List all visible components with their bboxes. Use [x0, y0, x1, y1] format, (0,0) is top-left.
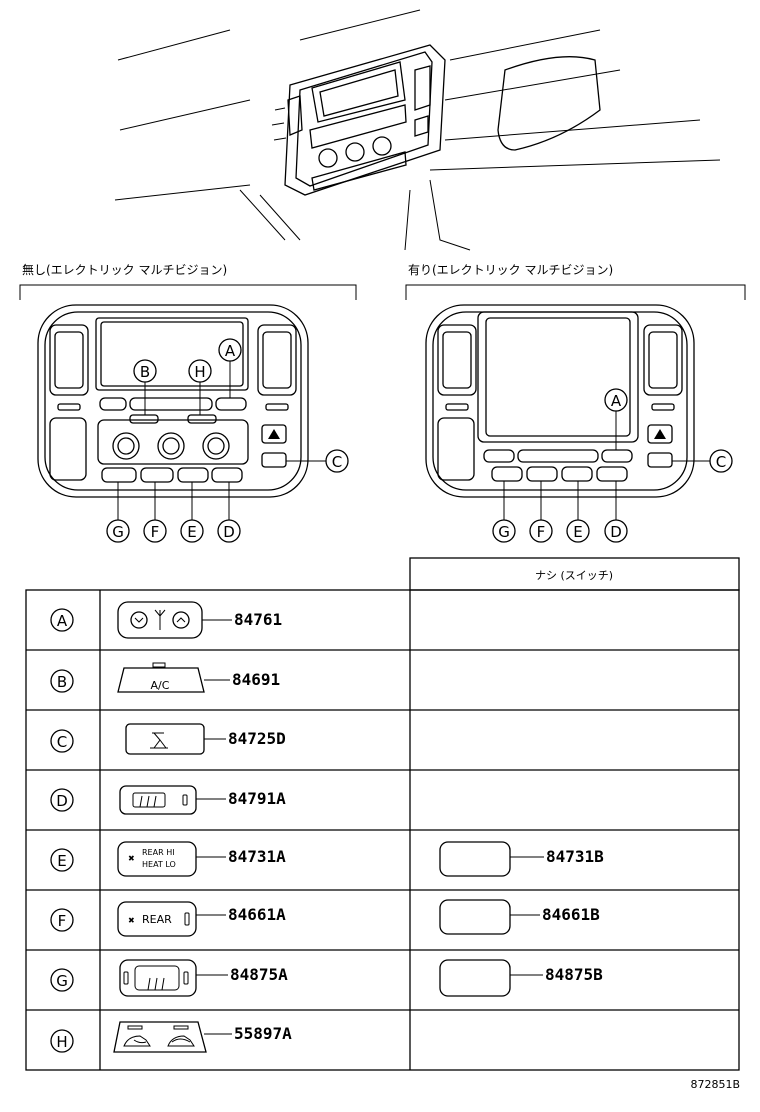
row-key-g: G [56, 972, 68, 990]
callout-b-left: B [140, 363, 150, 381]
right-control-panel [425, 304, 695, 498]
table-row: B A/C 84691 [50, 662, 280, 693]
row-key-e: E [57, 852, 66, 870]
parts-table: ナシ (スイッチ) [25, 557, 740, 1071]
part-number-c: 84725D [228, 729, 286, 748]
callout-d-right: D [610, 523, 622, 541]
left-panel-callouts: A B H C G F E D [106, 338, 349, 543]
callout-g-left: G [112, 523, 124, 541]
callout-a-right: A [611, 392, 622, 410]
section-left-title: 無し(エレクトリック マルチビジョン) [22, 262, 227, 277]
callout-a-left: A [225, 342, 236, 360]
switch-f-rear-fan-icon [117, 901, 197, 937]
row-key-d: D [56, 792, 68, 810]
callout-d-left: D [223, 523, 235, 541]
fan-icon: ✖ [128, 916, 135, 925]
alt-part-number-e: 84731B [546, 847, 604, 866]
callout-g-right: G [498, 523, 510, 541]
part-number-g: 84875A [230, 965, 288, 984]
blank-switch-f-icon [439, 899, 511, 935]
fan-icon: ✖ [128, 854, 135, 863]
dashboard-perspective-illustration [114, 9, 721, 251]
callout-f-right: F [537, 523, 546, 541]
right-panel-callouts: A C G F E D [492, 388, 733, 543]
table-row: A 84761 [50, 601, 282, 639]
blank-switch-e-icon [439, 841, 511, 877]
part-number-b: 84691 [232, 670, 280, 689]
table-row: E ✖ REAR HI HEAT LO 84731A 84731B [50, 841, 604, 877]
switch-g-mirror-heater-icon [119, 959, 197, 997]
switch-e-label-top: REAR HI [142, 848, 175, 857]
callout-e-left: E [187, 523, 196, 541]
table-row: C 84725D [50, 723, 286, 755]
figure-id: 872851B [690, 1078, 740, 1091]
switch-e-label-bottom: HEAT LO [142, 860, 176, 869]
row-key-a: A [57, 612, 68, 630]
part-number-a: 84761 [234, 610, 282, 629]
row-key-f: F [58, 912, 67, 930]
row-key-h: H [56, 1033, 67, 1051]
switch-h-air-intake-icon [113, 1021, 207, 1053]
section-right-bracket [405, 284, 746, 300]
switch-d-rear-defog-icon [119, 785, 197, 815]
switch-b-label: A/C [151, 679, 170, 692]
switch-e-rear-heater-icon [117, 841, 197, 877]
table-row: G 84875A 84875B [50, 959, 603, 997]
table-row: D 84791A [50, 785, 286, 815]
row-key-b: B [57, 673, 67, 691]
column-header: ナシ (スイッチ) [535, 569, 613, 582]
callout-f-left: F [151, 523, 160, 541]
section-right-title: 有り(エレクトリック マルチビジョン) [408, 263, 613, 277]
switch-f-label: REAR [142, 913, 172, 926]
left-control-panel [37, 304, 309, 498]
table-row: H 55897A [50, 1021, 292, 1053]
part-number-f: 84661A [228, 905, 286, 924]
part-number-d: 84791A [228, 789, 286, 808]
part-number-e: 84731A [228, 847, 286, 866]
callout-h-left: H [194, 363, 205, 381]
part-number-h: 55897A [234, 1024, 292, 1043]
alt-part-number-g: 84875B [545, 965, 603, 984]
switch-b-ac-icon [117, 667, 205, 693]
row-key-c: C [57, 733, 67, 751]
section-left-bracket [19, 284, 357, 300]
callout-c-right: C [716, 453, 726, 471]
switch-c-suspension-icon [125, 723, 205, 755]
callout-c-left: C [332, 453, 342, 471]
alt-part-number-f: 84661B [542, 905, 600, 924]
blank-switch-g-icon [439, 959, 511, 997]
callout-e-right: E [573, 523, 582, 541]
table-row: F ✖ REAR 84661A 84661B [50, 899, 600, 937]
